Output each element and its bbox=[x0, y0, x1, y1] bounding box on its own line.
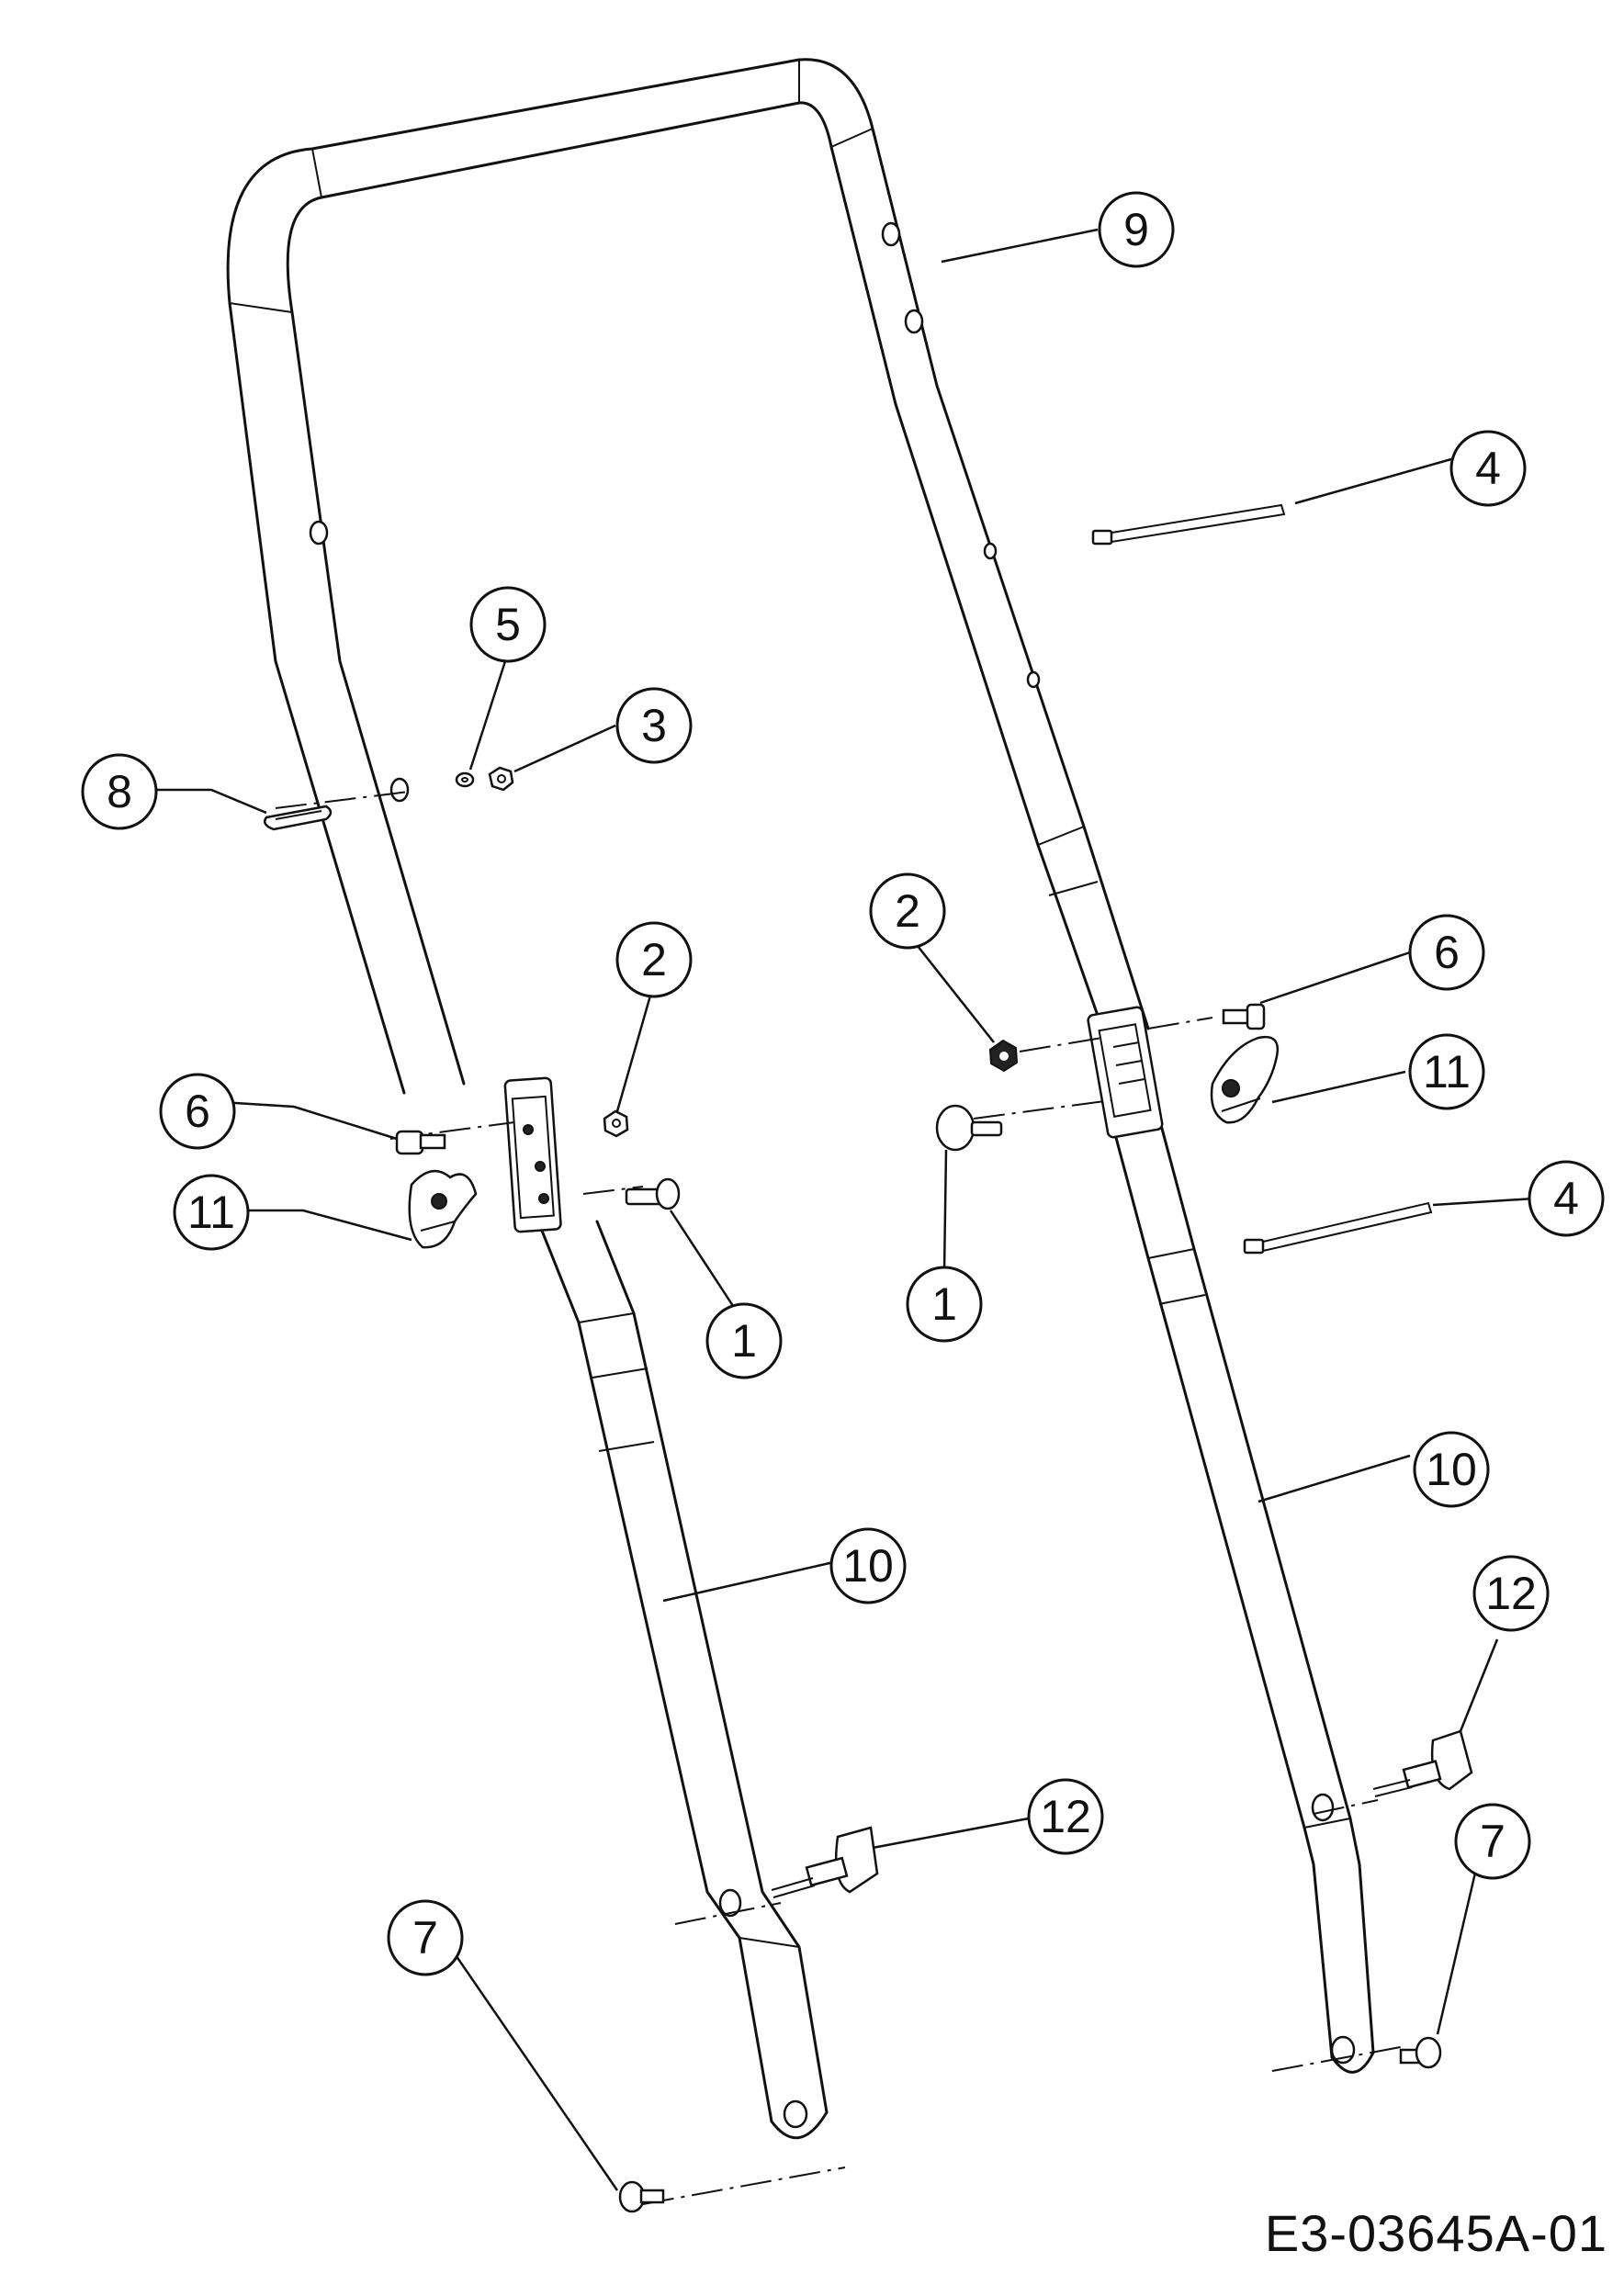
lower-handle-tube-right bbox=[1110, 1109, 1375, 2074]
left-pivot-bracket bbox=[503, 1076, 562, 1233]
lock-nut bbox=[488, 766, 514, 792]
svg-text:6: 6 bbox=[185, 1086, 210, 1137]
svg-text:7: 7 bbox=[1480, 1816, 1506, 1867]
svg-text:10: 10 bbox=[1426, 1444, 1477, 1495]
svg-text:3: 3 bbox=[641, 700, 667, 751]
shoulder-screw-right bbox=[1399, 2036, 1442, 2069]
callout-5: 5 bbox=[469, 586, 547, 663]
shoulder-bolt-right bbox=[935, 1104, 1003, 1152]
callout-2-right: 2 bbox=[869, 872, 946, 950]
knob-screw-right bbox=[1372, 1729, 1473, 1797]
svg-text:11: 11 bbox=[187, 1187, 235, 1238]
nut-right bbox=[988, 1039, 1019, 1073]
svg-text:4: 4 bbox=[1553, 1173, 1579, 1224]
callout-4-bottom: 4 bbox=[1528, 1160, 1605, 1237]
svg-text:7: 7 bbox=[412, 1912, 438, 1964]
nut-left bbox=[603, 1109, 629, 1138]
drawing-number: E3-03645A-01 bbox=[1264, 2204, 1607, 2262]
hardware-parts bbox=[264, 503, 1473, 2213]
callout-12-right: 12 bbox=[1472, 1555, 1550, 1632]
svg-text:11: 11 bbox=[1423, 1046, 1471, 1097]
callout-7-left: 7 bbox=[387, 1899, 464, 1976]
svg-text:8: 8 bbox=[107, 766, 132, 817]
callout-4-top: 4 bbox=[1449, 430, 1527, 507]
callout-12-left: 12 bbox=[1027, 1778, 1104, 1855]
upper-handle-tube bbox=[226, 58, 1150, 1095]
svg-text:4: 4 bbox=[1475, 443, 1501, 494]
knob-screw-left bbox=[771, 1826, 879, 1898]
svg-text:1: 1 bbox=[931, 1278, 957, 1330]
callout-1-left: 1 bbox=[705, 1302, 783, 1379]
assembly-centerlines bbox=[275, 791, 1406, 2205]
callout-10-left: 10 bbox=[829, 1527, 907, 1604]
cable-tie-bottom bbox=[1243, 1201, 1433, 1255]
svg-text:12: 12 bbox=[1485, 1568, 1537, 1619]
callout-9: 9 bbox=[1098, 191, 1175, 268]
svg-text:2: 2 bbox=[895, 885, 920, 937]
clip-pin bbox=[264, 805, 333, 831]
callout-11-left: 11 bbox=[173, 1174, 250, 1251]
callout-10-right: 10 bbox=[1413, 1431, 1490, 1508]
leader-lines bbox=[156, 228, 1535, 2191]
svg-text:1: 1 bbox=[731, 1315, 757, 1367]
wing-knob-right bbox=[1210, 1035, 1280, 1124]
callout-1-right: 1 bbox=[906, 1266, 983, 1343]
callout-6-right: 6 bbox=[1408, 914, 1485, 991]
callout-bubbles: 9 4 5 3 8 2 6 2 11 6 4 1 bbox=[81, 191, 1605, 1976]
cable-tie-top bbox=[1091, 503, 1286, 546]
svg-text:6: 6 bbox=[1434, 927, 1460, 978]
svg-text:9: 9 bbox=[1123, 204, 1149, 255]
callout-7-right: 7 bbox=[1454, 1803, 1531, 1880]
svg-text:12: 12 bbox=[1040, 1791, 1091, 1842]
callout-3: 3 bbox=[615, 687, 693, 764]
shoulder-bolt-left bbox=[625, 1177, 681, 1210]
washer bbox=[455, 771, 475, 788]
callout-8: 8 bbox=[81, 753, 158, 830]
callout-6-left: 6 bbox=[159, 1073, 236, 1150]
callout-2-left: 2 bbox=[615, 921, 693, 998]
svg-text:10: 10 bbox=[842, 1540, 894, 1592]
lower-handle-tube-left bbox=[540, 1220, 829, 2140]
right-pivot-bracket bbox=[1087, 1006, 1164, 1139]
shoulder-screw-left bbox=[618, 2180, 665, 2213]
svg-text:5: 5 bbox=[495, 599, 521, 650]
callout-11-right: 11 bbox=[1408, 1033, 1485, 1110]
svg-text:2: 2 bbox=[641, 934, 667, 985]
carriage-bolt-left bbox=[395, 1130, 446, 1155]
carriage-bolt-right bbox=[1222, 1003, 1266, 1030]
wing-knob-left bbox=[408, 1169, 478, 1249]
